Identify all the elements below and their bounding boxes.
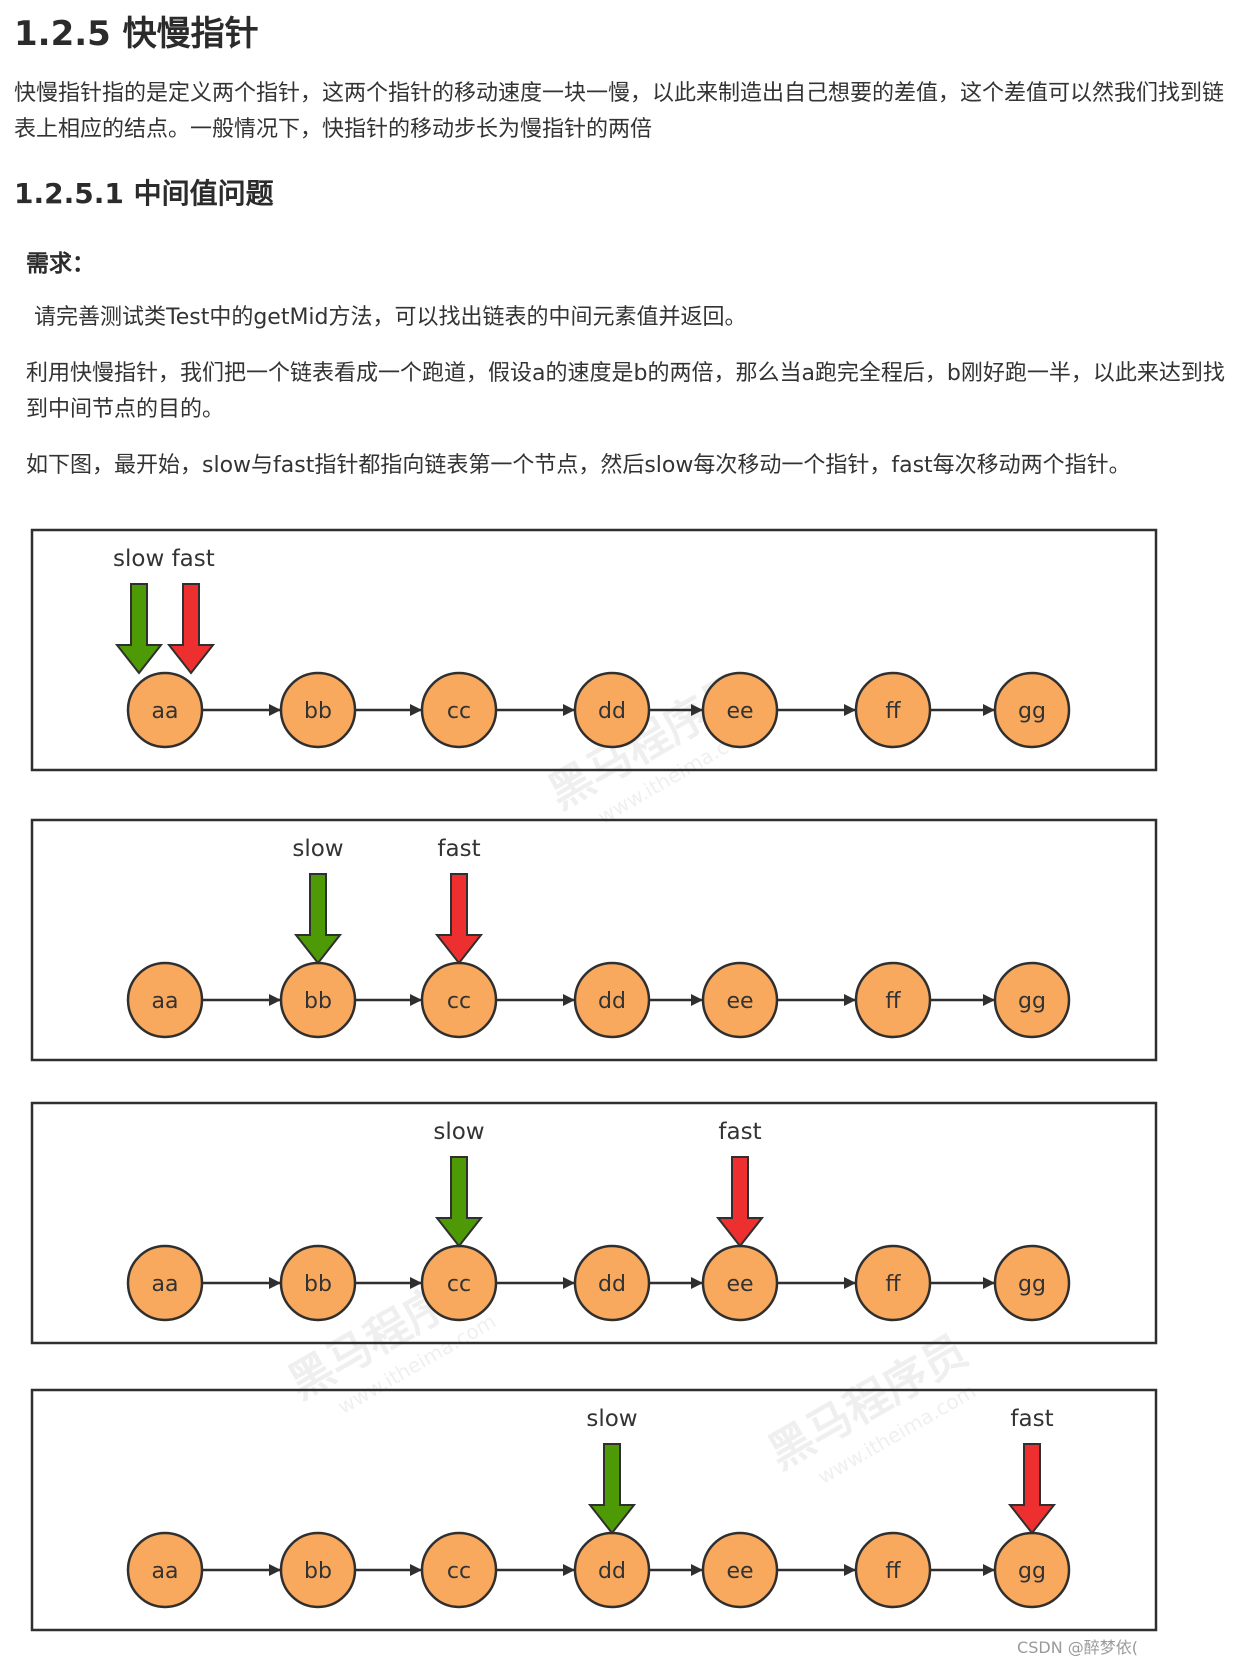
slow-label: slow <box>292 836 343 862</box>
intro-paragraph: 快慢指针指的是定义两个指针，这两个指针的移动速度一块一慢，以此来制造出自己想要的… <box>14 81 1225 142</box>
diagram-step-2: aa bb cc dd ee ff gg slow fast <box>30 818 1158 1062</box>
fast-label: fast <box>1010 1406 1053 1432</box>
node-label: ee <box>726 1272 753 1297</box>
node-cc <box>420 671 498 749</box>
page-title: 1.2.5 快慢指针 <box>14 14 259 54</box>
node-aa <box>126 1244 204 1322</box>
section-title: 1.2.5.1 中间值问题 <box>14 177 274 210</box>
node-label: aa <box>152 1559 179 1584</box>
node-label: dd <box>598 1272 626 1297</box>
slow-label: slow <box>586 1406 637 1432</box>
node-ee <box>701 1531 779 1609</box>
requirement-text: 请完善测试类Test中的getMid方法，可以找出链表的中间元素值并返回。 <box>34 305 747 330</box>
fast-pointer-arrow <box>715 1156 765 1248</box>
node-gg <box>993 961 1071 1039</box>
node-ff <box>854 1531 932 1609</box>
node-label: cc <box>447 1272 471 1297</box>
node-label: aa <box>152 1272 179 1297</box>
node-dd <box>573 961 651 1039</box>
node-label: ff <box>885 1559 901 1584</box>
fast-label: fast <box>718 1119 761 1145</box>
node-ff <box>854 961 932 1039</box>
node-label: bb <box>304 1559 332 1584</box>
node-gg <box>993 671 1071 749</box>
node-label: gg <box>1018 1272 1046 1297</box>
slow-label: slow <box>433 1119 484 1145</box>
node-label: ff <box>885 989 901 1014</box>
slow-pointer-arrow <box>587 1443 637 1535</box>
node-bb <box>279 1531 357 1609</box>
node-label: gg <box>1018 1559 1046 1584</box>
diagram-caption: 如下图，最开始，slow与fast指针都指向链表第一个节点，然后slow每次移动… <box>26 453 1131 478</box>
csdn-credit: CSDN @醉梦依( <box>1017 1638 1138 1657</box>
node-label: ff <box>885 699 901 724</box>
explanation-paragraph: 利用快慢指针，我们把一个链表看成一个跑道，假设a的速度是b的两倍，那么当a跑完全… <box>26 361 1225 422</box>
node-label: bb <box>304 699 332 724</box>
slow-pointer-arrow <box>293 873 343 965</box>
node-label: bb <box>304 1272 332 1297</box>
node-label: ff <box>885 1272 901 1297</box>
node-bb <box>279 671 357 749</box>
node-label: cc <box>447 699 471 724</box>
node-label: dd <box>598 1559 626 1584</box>
node-label: gg <box>1018 699 1046 724</box>
node-label: ee <box>726 699 753 724</box>
fast-slow-pointer-diagram: 黑马程序员www.itheima.com黑马程序员www.itheima.com… <box>30 528 1158 1632</box>
fast-label: fast <box>437 836 480 862</box>
node-dd <box>573 1244 651 1322</box>
node-dd <box>573 671 651 749</box>
node-aa <box>126 961 204 1039</box>
node-aa <box>126 1531 204 1609</box>
diagram-step-4: aa bb cc dd ee ff gg slow fast <box>30 1388 1158 1632</box>
requirement-label: 需求： <box>26 251 95 277</box>
node-label: dd <box>598 989 626 1014</box>
node-label: gg <box>1018 989 1046 1014</box>
node-label: ee <box>726 1559 753 1584</box>
node-ee <box>701 671 779 749</box>
node-ff <box>854 1244 932 1322</box>
slow-pointer-arrow <box>434 1156 484 1248</box>
fast-pointer-arrow <box>1007 1443 1057 1535</box>
node-bb <box>279 1244 357 1322</box>
node-label: aa <box>152 699 179 724</box>
node-ff <box>854 671 932 749</box>
node-ee <box>701 961 779 1039</box>
node-label: cc <box>447 989 471 1014</box>
fast-pointer-arrow <box>166 583 216 675</box>
node-cc <box>420 1531 498 1609</box>
fast-pointer-arrow <box>434 873 484 965</box>
step-frame <box>30 818 1158 1062</box>
diagram-step-1: aa bb cc dd ee ff gg slow fast <box>30 528 1158 772</box>
node-label: ee <box>726 989 753 1014</box>
step-frame <box>30 1388 1158 1632</box>
node-label: aa <box>152 989 179 1014</box>
node-label: bb <box>304 989 332 1014</box>
pointer-label: slow fast <box>113 546 215 572</box>
node-label: cc <box>447 1559 471 1584</box>
node-aa <box>126 671 204 749</box>
node-gg <box>993 1244 1071 1322</box>
node-label: dd <box>598 699 626 724</box>
step-frame <box>30 528 1158 772</box>
diagram-step-3: aa bb cc dd ee ff gg slow fast <box>30 1101 1158 1345</box>
step-frame <box>30 1101 1158 1345</box>
slow-pointer-arrow <box>114 583 164 675</box>
